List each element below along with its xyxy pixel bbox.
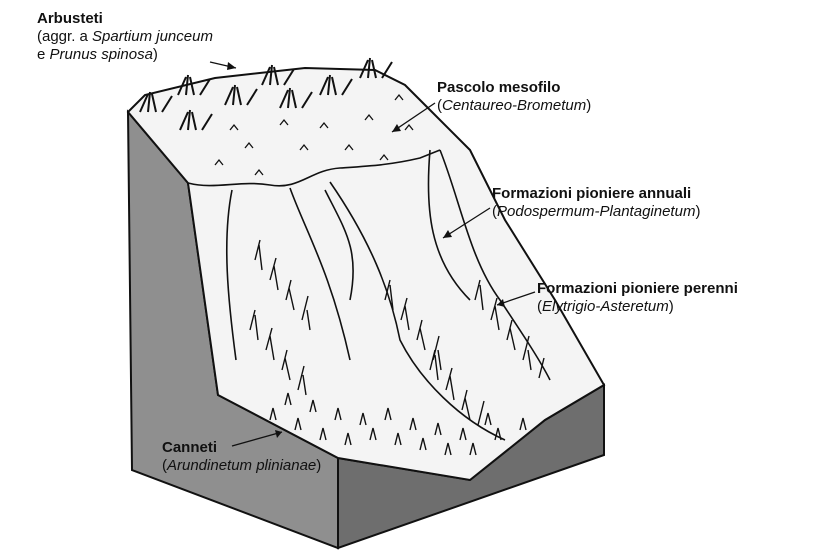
label-annuali: Formazioni pioniere annuali (Podospermum… xyxy=(492,185,700,221)
label-arbusteti-line3: e Prunus spinosa) xyxy=(37,46,213,64)
label-text: e xyxy=(37,46,50,63)
label-text: ) xyxy=(668,298,674,315)
label-text: ( xyxy=(537,298,542,315)
label-text: ) xyxy=(152,46,158,63)
label-canneti: Canneti (Arundinetum plinianae) xyxy=(162,439,321,475)
label-arbusteti-line2: (aggr. a Spartium junceum xyxy=(37,28,213,46)
gully-lines xyxy=(187,149,551,441)
label-annuali-name: Formazioni pioniere annuali xyxy=(492,185,692,202)
label-text: ( xyxy=(437,97,442,114)
arrow-pascolo xyxy=(391,102,436,133)
label-text: ) xyxy=(695,203,701,220)
label-pascolo-sub: (Centaureo-Brometum) xyxy=(437,97,591,115)
label-annuali-sub: (Podospermum-Plantaginetum) xyxy=(492,203,700,221)
label-species: Prunus spinosa xyxy=(49,46,153,63)
label-perenni: Formazioni pioniere perenni (Elytrigio-A… xyxy=(537,280,738,316)
shrubs xyxy=(139,57,393,131)
reed-bed xyxy=(269,392,527,456)
label-text: (aggr. a xyxy=(37,28,93,45)
label-association: Podospermum-Plantaginetum xyxy=(497,203,696,220)
label-text: ) xyxy=(316,457,322,474)
label-pascolo: Pascolo mesofilo (Centaureo-Brometum) xyxy=(437,79,591,115)
label-arbusteti: Arbusteti (aggr. a Spartium junceum e Pr… xyxy=(37,10,213,64)
label-text: ( xyxy=(492,203,497,220)
label-perenni-name: Formazioni pioniere perenni xyxy=(537,280,738,297)
label-canneti-sub: (Arundinetum plinianae) xyxy=(162,457,321,475)
arrow-annuali xyxy=(442,207,491,239)
meadow-marks xyxy=(214,93,414,176)
label-perenni-sub: (Elytrigio-Asteretum) xyxy=(537,298,738,316)
arrow-heads xyxy=(227,62,505,438)
label-pascolo-name: Pascolo mesofilo xyxy=(437,79,561,96)
arrow-canneti xyxy=(231,431,283,447)
label-text: ( xyxy=(162,457,167,474)
label-association: Elytrigio-Asteretum xyxy=(542,298,669,315)
label-association: Arundinetum plinianae xyxy=(167,457,317,474)
label-association: Centaureo-Brometum xyxy=(442,97,587,114)
gully-vegetation xyxy=(249,239,545,426)
label-canneti-name: Canneti xyxy=(162,439,218,456)
label-arbusteti-name: Arbusteti xyxy=(37,10,103,27)
label-species: Spartium junceum xyxy=(92,28,213,45)
label-text: ) xyxy=(586,97,592,114)
